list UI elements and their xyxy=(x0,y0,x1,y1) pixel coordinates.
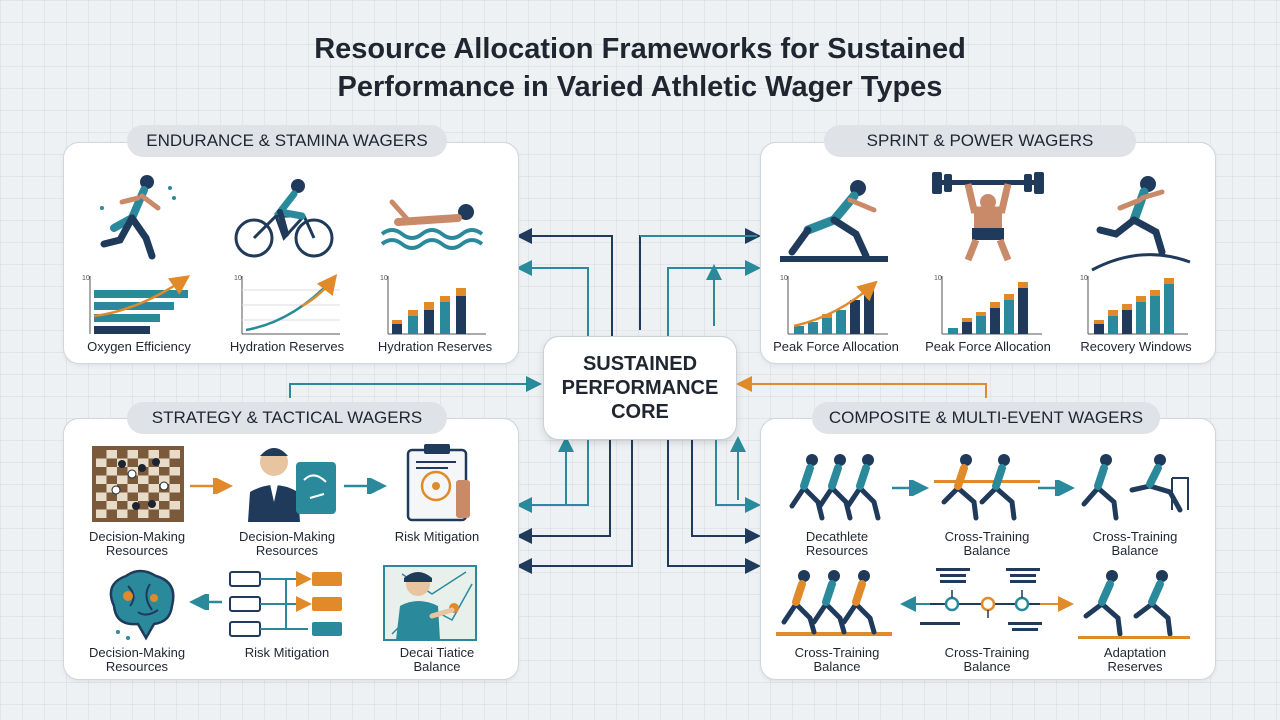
label-decision-making-1: Decision-Making Resources xyxy=(88,529,186,558)
hurdler-icon xyxy=(1081,454,1189,521)
peak-force-chart-1: 10 xyxy=(780,275,888,335)
runner-group-icon-3 xyxy=(776,570,892,636)
runner-group-icon-2 xyxy=(934,454,1040,521)
tactician-map-icon xyxy=(383,565,477,641)
svg-text:10: 10 xyxy=(234,275,242,282)
svg-text:10: 10 xyxy=(82,275,90,282)
runner-icon xyxy=(100,175,176,260)
label-peak-force-1: Peak Force Allocation xyxy=(773,339,899,354)
label-recovery-windows: Recovery Windows xyxy=(1080,339,1192,354)
arrow-composite-1 xyxy=(892,480,929,496)
flow-diagram-icon xyxy=(229,571,342,637)
endurance-heading: ENDURANCE & STAMINA WAGERS xyxy=(127,125,447,157)
arrow-strategy-1 xyxy=(190,478,233,494)
label-cross-training-1: Cross-Training Balance xyxy=(944,529,1030,558)
hydration-chart-1: 10 xyxy=(234,274,340,335)
label-risk-mitigation-2: Risk Mitigation xyxy=(244,645,330,660)
cyclist-icon xyxy=(234,179,334,258)
weightlifter-icon xyxy=(932,172,1044,262)
arrow-strategy-2 xyxy=(344,478,387,494)
label-cross-training-4: Cross-Training Balance xyxy=(944,645,1030,674)
oxygen-efficiency-chart: 10 xyxy=(82,275,191,334)
runner-icon-2 xyxy=(1091,176,1191,272)
svg-text:10: 10 xyxy=(380,275,388,282)
svg-text:10: 10 xyxy=(780,275,788,282)
sprinter-start-icon xyxy=(780,180,888,262)
brain-icon xyxy=(109,569,175,641)
hydration-chart-2: 10 xyxy=(380,275,486,335)
recovery-windows-chart: 10 xyxy=(1080,275,1188,335)
label-risk-mitigation-1: Risk Mitigation xyxy=(394,529,480,544)
runner-group-icon-1 xyxy=(789,454,881,521)
composite-heading: COMPOSITE & MULTI-EVENT WAGERS xyxy=(812,402,1160,434)
sustained-performance-core: SUSTAINED PERFORMANCE CORE xyxy=(543,336,737,440)
label-cross-training-3: Cross-Training Balance xyxy=(794,645,880,674)
arrow-composite-2 xyxy=(1038,480,1075,496)
core-label: SUSTAINED PERFORMANCE CORE xyxy=(561,353,719,423)
label-tactical-balance: Decai Tiatice Balance xyxy=(399,645,475,674)
chessboard-icon xyxy=(92,446,184,522)
strategy-heading: STRATEGY & TACTICAL WAGERS xyxy=(127,402,447,434)
label-adaptation-reserves: Adaptation Reserves xyxy=(1103,645,1167,674)
svg-text:10: 10 xyxy=(1080,275,1088,282)
label-decathlete-resources: Decathlete Resources xyxy=(805,529,869,558)
label-decision-making-3: Decision-Making Resources xyxy=(88,645,186,674)
arrow-strategy-3 xyxy=(189,594,222,610)
label-cross-training-2: Cross-Training Balance xyxy=(1092,529,1178,558)
label-hydration-reserves-2: Hydration Reserves xyxy=(377,339,493,354)
peak-force-chart-2: 10 xyxy=(934,275,1042,335)
swimmer-icon xyxy=(380,199,484,250)
label-hydration-reserves-1: Hydration Reserves xyxy=(229,339,345,354)
timeline-icon xyxy=(900,568,1074,631)
strategist-icon xyxy=(248,448,336,522)
svg-text:10: 10 xyxy=(934,275,942,282)
runner-pair-icon xyxy=(1078,570,1190,639)
label-oxygen-efficiency: Oxygen Efficiency xyxy=(87,339,191,354)
page-title: Resource Allocation Frameworks for Susta… xyxy=(314,33,966,103)
label-decision-making-2: Decision-Making Resources xyxy=(238,529,336,558)
sprint-heading: SPRINT & POWER WAGERS xyxy=(824,125,1136,157)
arrow-core-sprint-1 xyxy=(639,228,761,330)
label-peak-force-2: Peak Force Allocation xyxy=(925,339,1051,354)
risk-clipboard-icon xyxy=(406,444,470,522)
